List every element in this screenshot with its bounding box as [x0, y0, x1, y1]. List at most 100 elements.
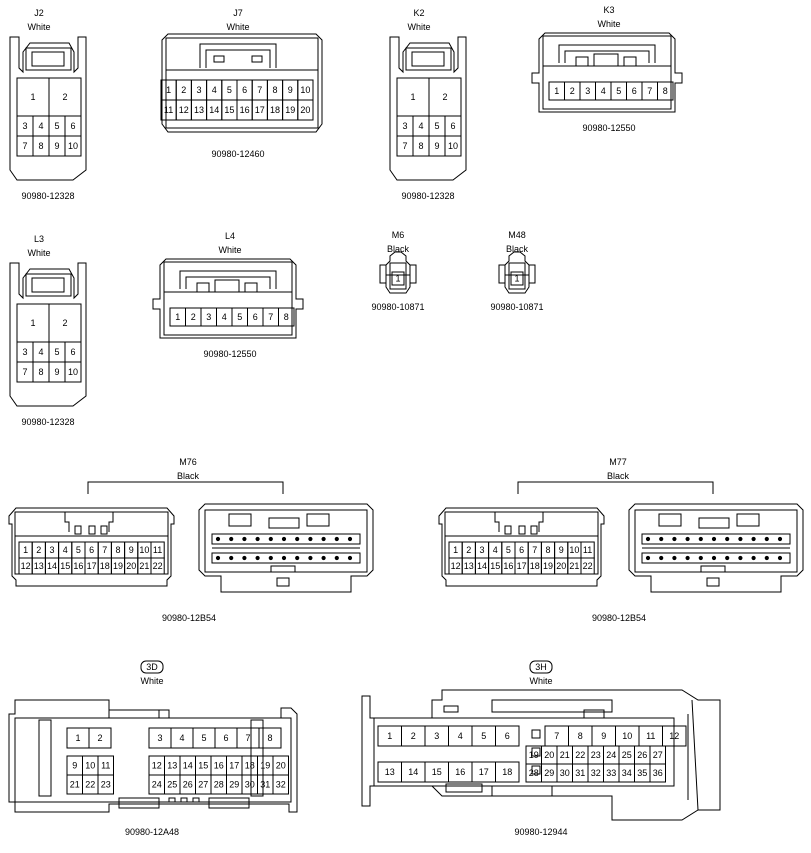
pin-number: 1 [554, 86, 559, 96]
pin-number: 22 [575, 750, 585, 760]
pin-socket [711, 555, 717, 561]
pin-socket [347, 555, 353, 561]
pin-number: 7 [102, 545, 107, 555]
pin-socket [242, 536, 247, 542]
connector-id: M77 [609, 457, 627, 467]
pin-number: 13 [464, 561, 474, 571]
connector-id: M48 [508, 230, 526, 240]
pin-number: 10 [139, 545, 149, 555]
pin-number: 22 [153, 561, 163, 571]
connector-id: K2 [413, 8, 424, 18]
pin-socket [751, 536, 756, 542]
pin-socket [777, 536, 783, 542]
pin-cell [510, 271, 524, 286]
pin-number: 5 [616, 86, 621, 96]
pin-number: 3 [434, 731, 439, 741]
pin-number: 8 [578, 731, 583, 741]
pin-number: 5 [76, 545, 81, 555]
pin-number: 35 [637, 768, 647, 778]
pin-number: 4 [493, 545, 498, 555]
pin-number: 29 [544, 768, 554, 778]
pin-number: 28 [214, 780, 224, 790]
pin-number: 2 [411, 731, 416, 741]
pin-number: 18 [502, 767, 512, 777]
connector-id: L3 [34, 234, 44, 244]
pin-cell [64, 135, 82, 157]
pin-cell [495, 761, 520, 783]
pin-number: 8 [545, 545, 550, 555]
pin-socket [321, 536, 326, 542]
pin-number: 9 [72, 761, 77, 771]
pin-cell [272, 774, 289, 795]
pin-number: 34 [622, 768, 632, 778]
pin-number: 2 [191, 312, 196, 322]
part-number: 90980-10871 [371, 302, 424, 312]
pin-number: 4 [222, 312, 227, 322]
part-number: 90980-12328 [21, 417, 74, 427]
pin-number: 7 [257, 85, 262, 95]
pin-number: 9 [54, 141, 59, 151]
pin-socket [347, 536, 353, 542]
pin-number: 21 [569, 561, 579, 571]
connector-id-badge [140, 660, 164, 674]
pin-number: 16 [73, 561, 83, 571]
pin-number: 20 [544, 750, 554, 760]
pin-number: 12 [179, 105, 189, 115]
pin-number: 11 [101, 761, 110, 771]
pin-socket [711, 536, 717, 542]
pin-number: 8 [418, 141, 423, 151]
pin-socket [645, 536, 651, 542]
pin-number: 4 [418, 121, 423, 131]
connector-color: Black [177, 471, 200, 481]
pin-number: 16 [455, 767, 465, 777]
pin-number: 19 [285, 105, 295, 115]
part-number: 90980-12B54 [592, 613, 646, 623]
pin-socket [777, 555, 783, 561]
pin-number: 14 [209, 105, 219, 115]
pin-socket [229, 555, 234, 561]
pin-socket [738, 536, 743, 542]
pin-number: 20 [556, 561, 566, 571]
pin-number: 21 [70, 780, 80, 790]
pin-number: 9 [54, 367, 59, 377]
pin-number: 14 [47, 561, 57, 571]
pin-socket [659, 536, 664, 542]
pin-cell [391, 271, 405, 286]
pin-number: 3 [206, 312, 211, 322]
pin-number: 22 [85, 780, 95, 790]
connector-color: White [27, 248, 50, 258]
pin-number: 6 [89, 545, 94, 555]
pin-number: 4 [38, 347, 43, 357]
pin-number: 5 [506, 545, 511, 555]
connector-color: Black [506, 244, 529, 254]
pin-number: 21 [560, 750, 570, 760]
pin-socket [308, 555, 313, 561]
pin-number: 27 [653, 750, 663, 760]
pin-number: 8 [38, 141, 43, 151]
pin-number: 9 [129, 545, 134, 555]
pin-number: 6 [70, 121, 75, 131]
part-number: 90980-10871 [490, 302, 543, 312]
pin-number: 6 [223, 733, 228, 743]
pin-socket [764, 555, 769, 561]
pin-number: 3 [22, 121, 27, 131]
pin-number: 13 [194, 105, 204, 115]
pin-number: 18 [270, 105, 280, 115]
pin-number: 13 [167, 761, 177, 771]
pin-number: 3 [196, 85, 201, 95]
pin-cell [258, 727, 282, 749]
pin-number: 11 [646, 731, 655, 741]
pin-number: 1 [395, 274, 400, 284]
pin-number: 7 [647, 86, 652, 96]
pin-number: 11 [153, 545, 162, 555]
pin-number: 4 [63, 545, 68, 555]
pin-number: 10 [68, 367, 78, 377]
pin-socket [242, 555, 247, 561]
pin-number: 16 [503, 561, 513, 571]
part-number: 90980-12460 [211, 149, 264, 159]
pin-number: 14 [408, 767, 418, 777]
